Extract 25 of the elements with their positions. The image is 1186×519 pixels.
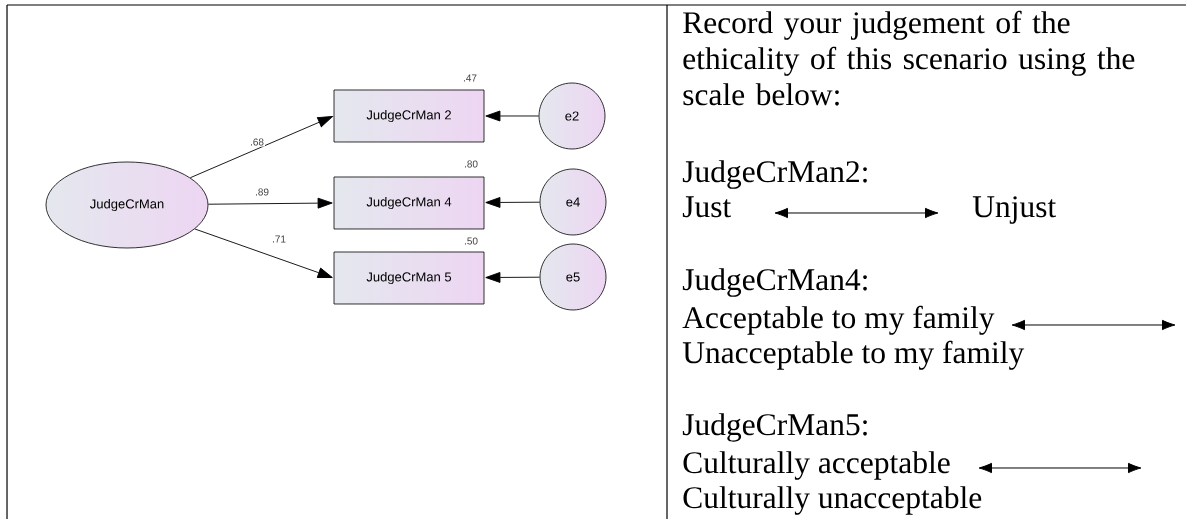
item-heading: JudgeCrMan4: <box>682 268 867 297</box>
edge-label: .89 <box>254 187 270 197</box>
item-heading: JudgeCrMan5: <box>682 413 867 442</box>
loading-value: .47 <box>463 74 477 82</box>
arrow <box>189 116 333 179</box>
scale-endpoint: Unjust <box>972 196 1056 224</box>
arrow <box>485 110 540 122</box>
edge-label: .71 <box>271 234 287 244</box>
scale-endpoint: Acceptable to my family <box>682 305 995 335</box>
scale-endpoint: Culturally acceptable <box>683 451 950 480</box>
arrow <box>194 228 333 278</box>
arrow <box>485 272 541 283</box>
observed-variable-box: JudgeCrMan 4 <box>333 176 485 230</box>
observed-variable-box: JudgeCrMan 5 <box>333 251 485 305</box>
item-heading: JudgeCrMan2: <box>682 160 867 189</box>
instruction-text: Record your judgement of the ethicality of this scenario using the scale below: <box>683 10 1135 106</box>
scale-endpoint: Just <box>682 196 731 218</box>
scale-endpoint: Culturally unacceptable <box>683 486 982 515</box>
observed-variable-box: JudgeCrMan 2 <box>333 89 485 143</box>
loading-value: .50 <box>464 237 478 245</box>
arrow <box>207 197 333 209</box>
scale-endpoint: Unacceptable to my family <box>682 340 1025 370</box>
edge-label: .68 <box>249 137 265 147</box>
loading-value: .80 <box>464 160 478 168</box>
arrow <box>485 197 541 208</box>
